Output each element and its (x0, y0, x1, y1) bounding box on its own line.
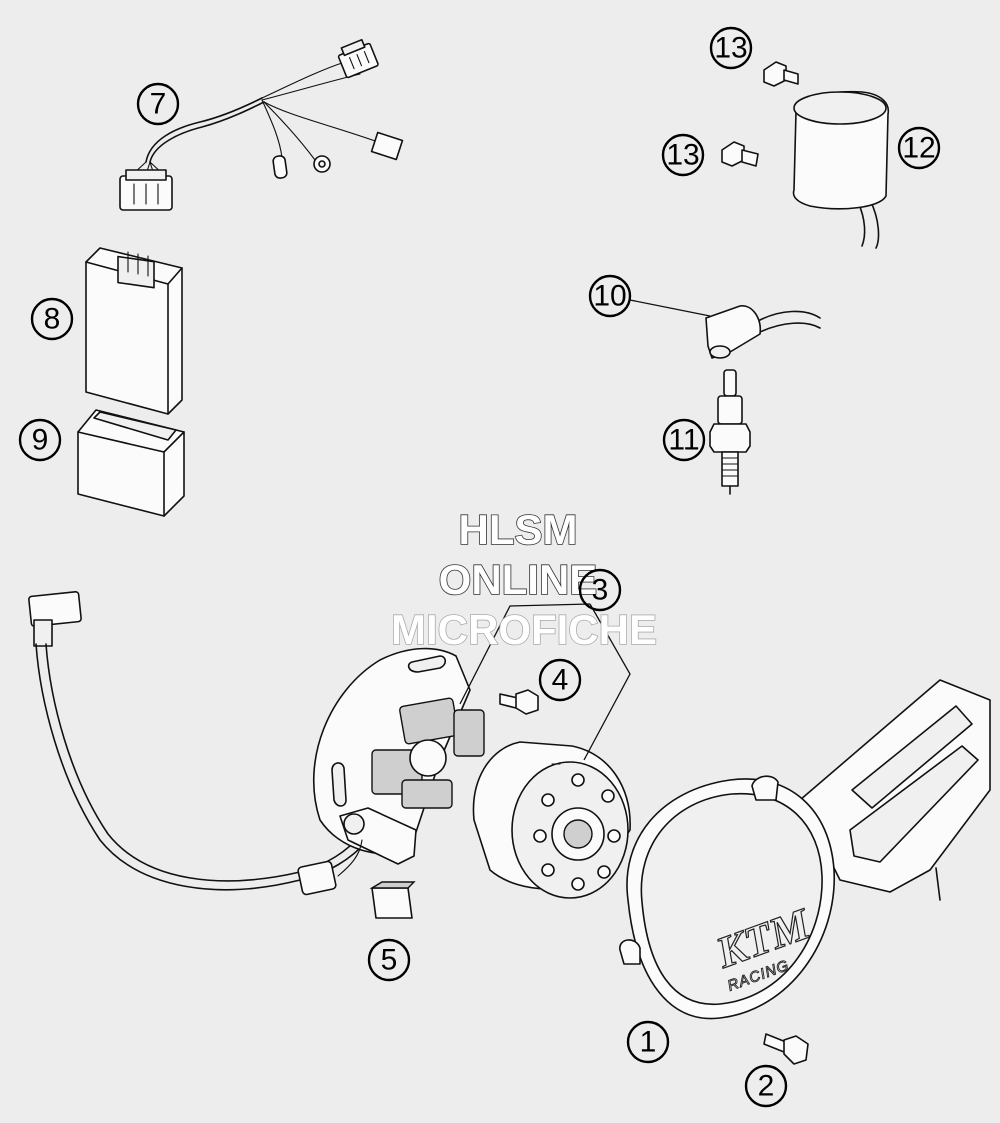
callout-9-label: 9 (32, 424, 49, 457)
callout-11-label: 11 (668, 424, 699, 457)
callout-1-label: 1 (640, 1026, 657, 1059)
callout-10-label: 10 (593, 280, 626, 313)
leader-3b (583, 603, 631, 761)
callout-12-label: 12 (902, 132, 935, 165)
callout-4: 4 (538, 658, 582, 702)
callout-12: 12 (897, 126, 941, 170)
callout-4-label: 4 (552, 664, 569, 697)
spark-plug (709, 369, 751, 495)
wiring-harness (119, 38, 404, 211)
woodruff-key (369, 881, 416, 919)
callout-8: 8 (30, 297, 74, 341)
watermark-line-1: HLSM (459, 506, 578, 553)
bolt-13-upper (763, 61, 799, 87)
callout-8-label: 8 (44, 303, 61, 336)
bolt-13-lower (721, 141, 759, 167)
callout-13-upper-label: 13 (714, 32, 747, 65)
callout-7: 7 (136, 82, 180, 126)
leader-3 (459, 603, 591, 705)
watermark-line-2: ONLINE (439, 556, 598, 603)
watermark-line-3: MICROFICHE (391, 606, 657, 653)
callout-13-lower-label: 13 (666, 139, 699, 172)
stator-cable (28, 590, 369, 896)
cover-screw (763, 1033, 809, 1065)
callout-10: 10 (588, 274, 632, 318)
callout-7-label: 7 (150, 88, 167, 121)
callout-3: 3 (578, 568, 622, 612)
rotor-flywheel (472, 741, 631, 899)
ignition-cover: KTM RACING (619, 679, 991, 1020)
callout-13-lower: 13 (661, 133, 705, 177)
callout-2: 2 (744, 1064, 788, 1108)
watermark: HLSM ONLINE MICROFICHE (390, 505, 658, 654)
spark-plug-cap (705, 305, 821, 359)
callout-13-upper: 13 (709, 26, 753, 70)
callout-9: 9 (18, 418, 62, 462)
stator-screw (499, 689, 539, 715)
callout-5: 5 (367, 938, 411, 982)
callout-3-label: 3 (592, 574, 609, 607)
ignition-coil (792, 90, 890, 249)
callout-11: 11 (662, 418, 706, 462)
callout-5-label: 5 (381, 944, 398, 977)
stator-plate (312, 647, 485, 877)
callout-2-label: 2 (758, 1070, 775, 1103)
leader-10 (629, 299, 711, 317)
cdi-holder (77, 409, 185, 517)
cdi-unit (85, 247, 183, 415)
callout-1: 1 (626, 1020, 670, 1064)
